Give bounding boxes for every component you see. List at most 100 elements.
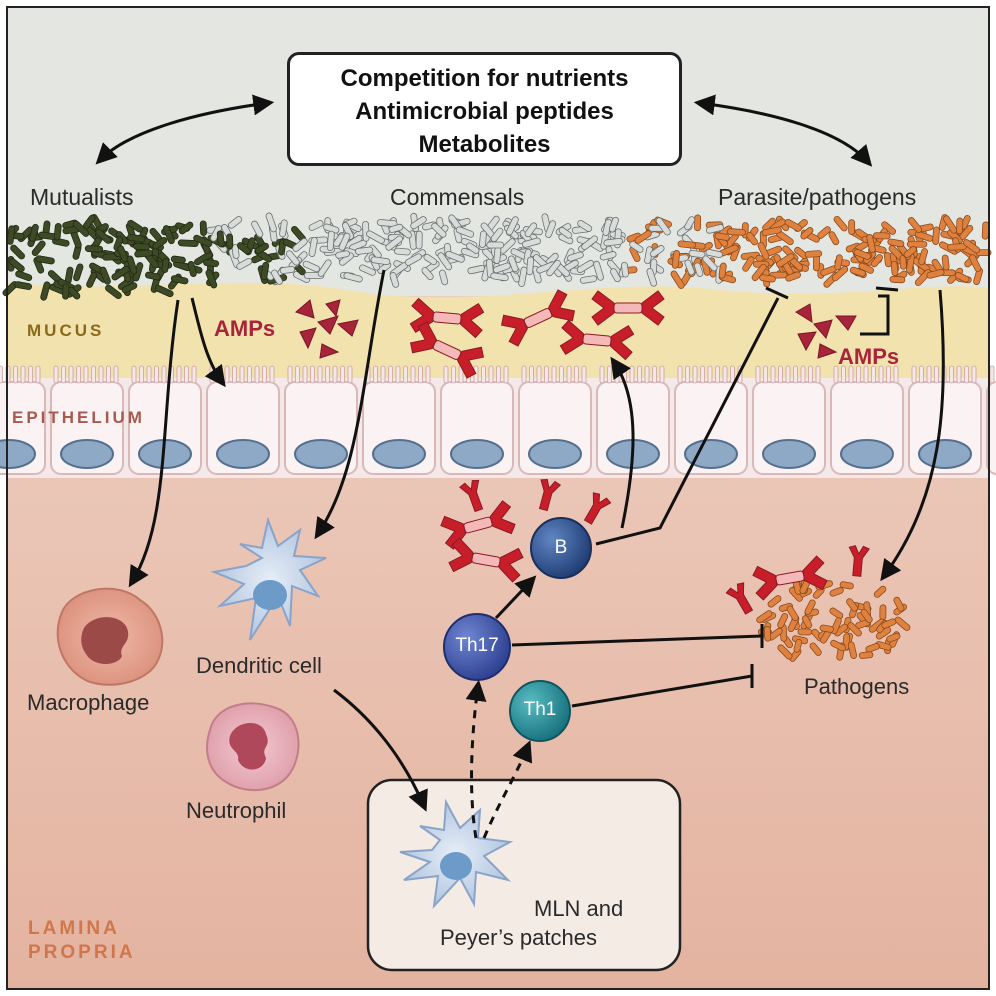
bacterium — [846, 598, 859, 612]
microvillus — [841, 365, 846, 384]
epithelial-nucleus — [528, 439, 582, 469]
bacterium — [593, 260, 604, 281]
microvillus — [317, 365, 323, 384]
bacterium — [546, 259, 561, 277]
bacterium — [577, 220, 593, 232]
bacterium — [40, 281, 51, 301]
microvillus — [76, 365, 81, 384]
bacterium — [86, 271, 98, 288]
macrophage-cell — [56, 587, 164, 686]
bacterium — [567, 251, 584, 262]
bacterium — [834, 254, 843, 271]
bacterium — [848, 219, 856, 235]
bacterium — [506, 216, 519, 236]
bacterium — [610, 268, 621, 283]
label-macrophage: Macrophage — [27, 690, 150, 715]
bacterium — [804, 250, 823, 258]
bacterium — [608, 216, 619, 233]
mln-dendritic-cell — [399, 798, 514, 909]
bacterium — [959, 224, 974, 240]
bacterium — [545, 220, 557, 238]
bacterium — [271, 269, 283, 285]
inhibit-th17-pathogens — [511, 634, 763, 647]
bacterium — [127, 234, 146, 243]
arrow-dc-mln — [333, 688, 428, 812]
bacterium — [646, 268, 658, 287]
microvillus — [599, 365, 605, 384]
microvillus — [848, 365, 854, 384]
bacterium — [154, 284, 174, 298]
bacterium — [8, 258, 25, 273]
microvillus — [53, 365, 59, 384]
bacterium — [486, 241, 505, 249]
bacterium — [354, 246, 374, 255]
microvillus — [388, 365, 393, 384]
microvillus — [254, 365, 260, 384]
microvillus — [863, 365, 869, 384]
bacterium — [954, 271, 970, 283]
arrows — [95, 94, 945, 839]
bacterium — [15, 270, 33, 282]
bacterium — [833, 215, 848, 232]
microvillus — [911, 365, 917, 384]
bacterium — [671, 250, 681, 269]
bacterium — [881, 618, 897, 629]
microvillus — [139, 365, 144, 384]
label-commensals: Commensals — [390, 184, 525, 210]
bacterium — [279, 219, 288, 238]
microvillus — [722, 365, 728, 384]
label-neutrophil: Neutrophil — [186, 798, 287, 823]
bacterium — [860, 608, 873, 624]
bacterium — [677, 240, 697, 249]
microvillus — [481, 365, 486, 384]
arrow-pathogens-box — [693, 94, 873, 167]
bacterium — [761, 226, 782, 237]
microvillus — [418, 365, 423, 384]
bacterium — [751, 263, 767, 281]
bacterium — [127, 219, 144, 233]
bacterium — [817, 226, 831, 239]
bacterium — [254, 242, 269, 254]
arrow-pathogens-lamina — [880, 289, 945, 582]
microvillus — [707, 365, 713, 384]
bacterium — [279, 266, 296, 274]
bacterium — [800, 227, 814, 240]
bacterium — [941, 254, 950, 271]
epithelial-nucleus — [450, 439, 504, 469]
microvillus — [715, 365, 720, 384]
inhibit-bcell-pathogens — [595, 297, 780, 546]
microvillus — [521, 365, 527, 384]
bacterium — [705, 224, 725, 234]
microvillus — [878, 365, 884, 384]
microvillus — [700, 365, 705, 384]
microvillus — [544, 365, 549, 384]
bacterium — [829, 607, 844, 620]
microvillus — [373, 365, 378, 384]
bacterium — [526, 256, 535, 276]
label-th1: Th1 — [523, 699, 557, 720]
bacterium — [718, 262, 727, 279]
arrow-bcell-mucus-ab — [610, 356, 635, 529]
bacterium — [394, 247, 411, 256]
bacterium — [95, 228, 112, 244]
bacterium — [887, 238, 905, 248]
microvillus — [559, 365, 564, 384]
microvillus — [785, 365, 791, 384]
bacterium — [265, 212, 277, 233]
arrow-mutualists-macrophage — [128, 299, 180, 588]
epithelial-nucleus — [60, 439, 114, 469]
pathogen-cluster — [756, 576, 911, 662]
bacterium — [445, 250, 465, 263]
bacterium — [193, 234, 213, 248]
microvillus — [496, 365, 501, 384]
microvillus — [833, 365, 839, 384]
bacterium — [431, 222, 447, 238]
microvillus — [239, 365, 245, 384]
bacterium — [870, 254, 883, 268]
bacterium — [366, 230, 385, 244]
arrow-commensals-dc — [314, 269, 386, 540]
microvillus — [503, 365, 509, 384]
microvillus — [13, 365, 18, 384]
bacterium — [829, 586, 844, 597]
microvillus — [451, 365, 456, 384]
